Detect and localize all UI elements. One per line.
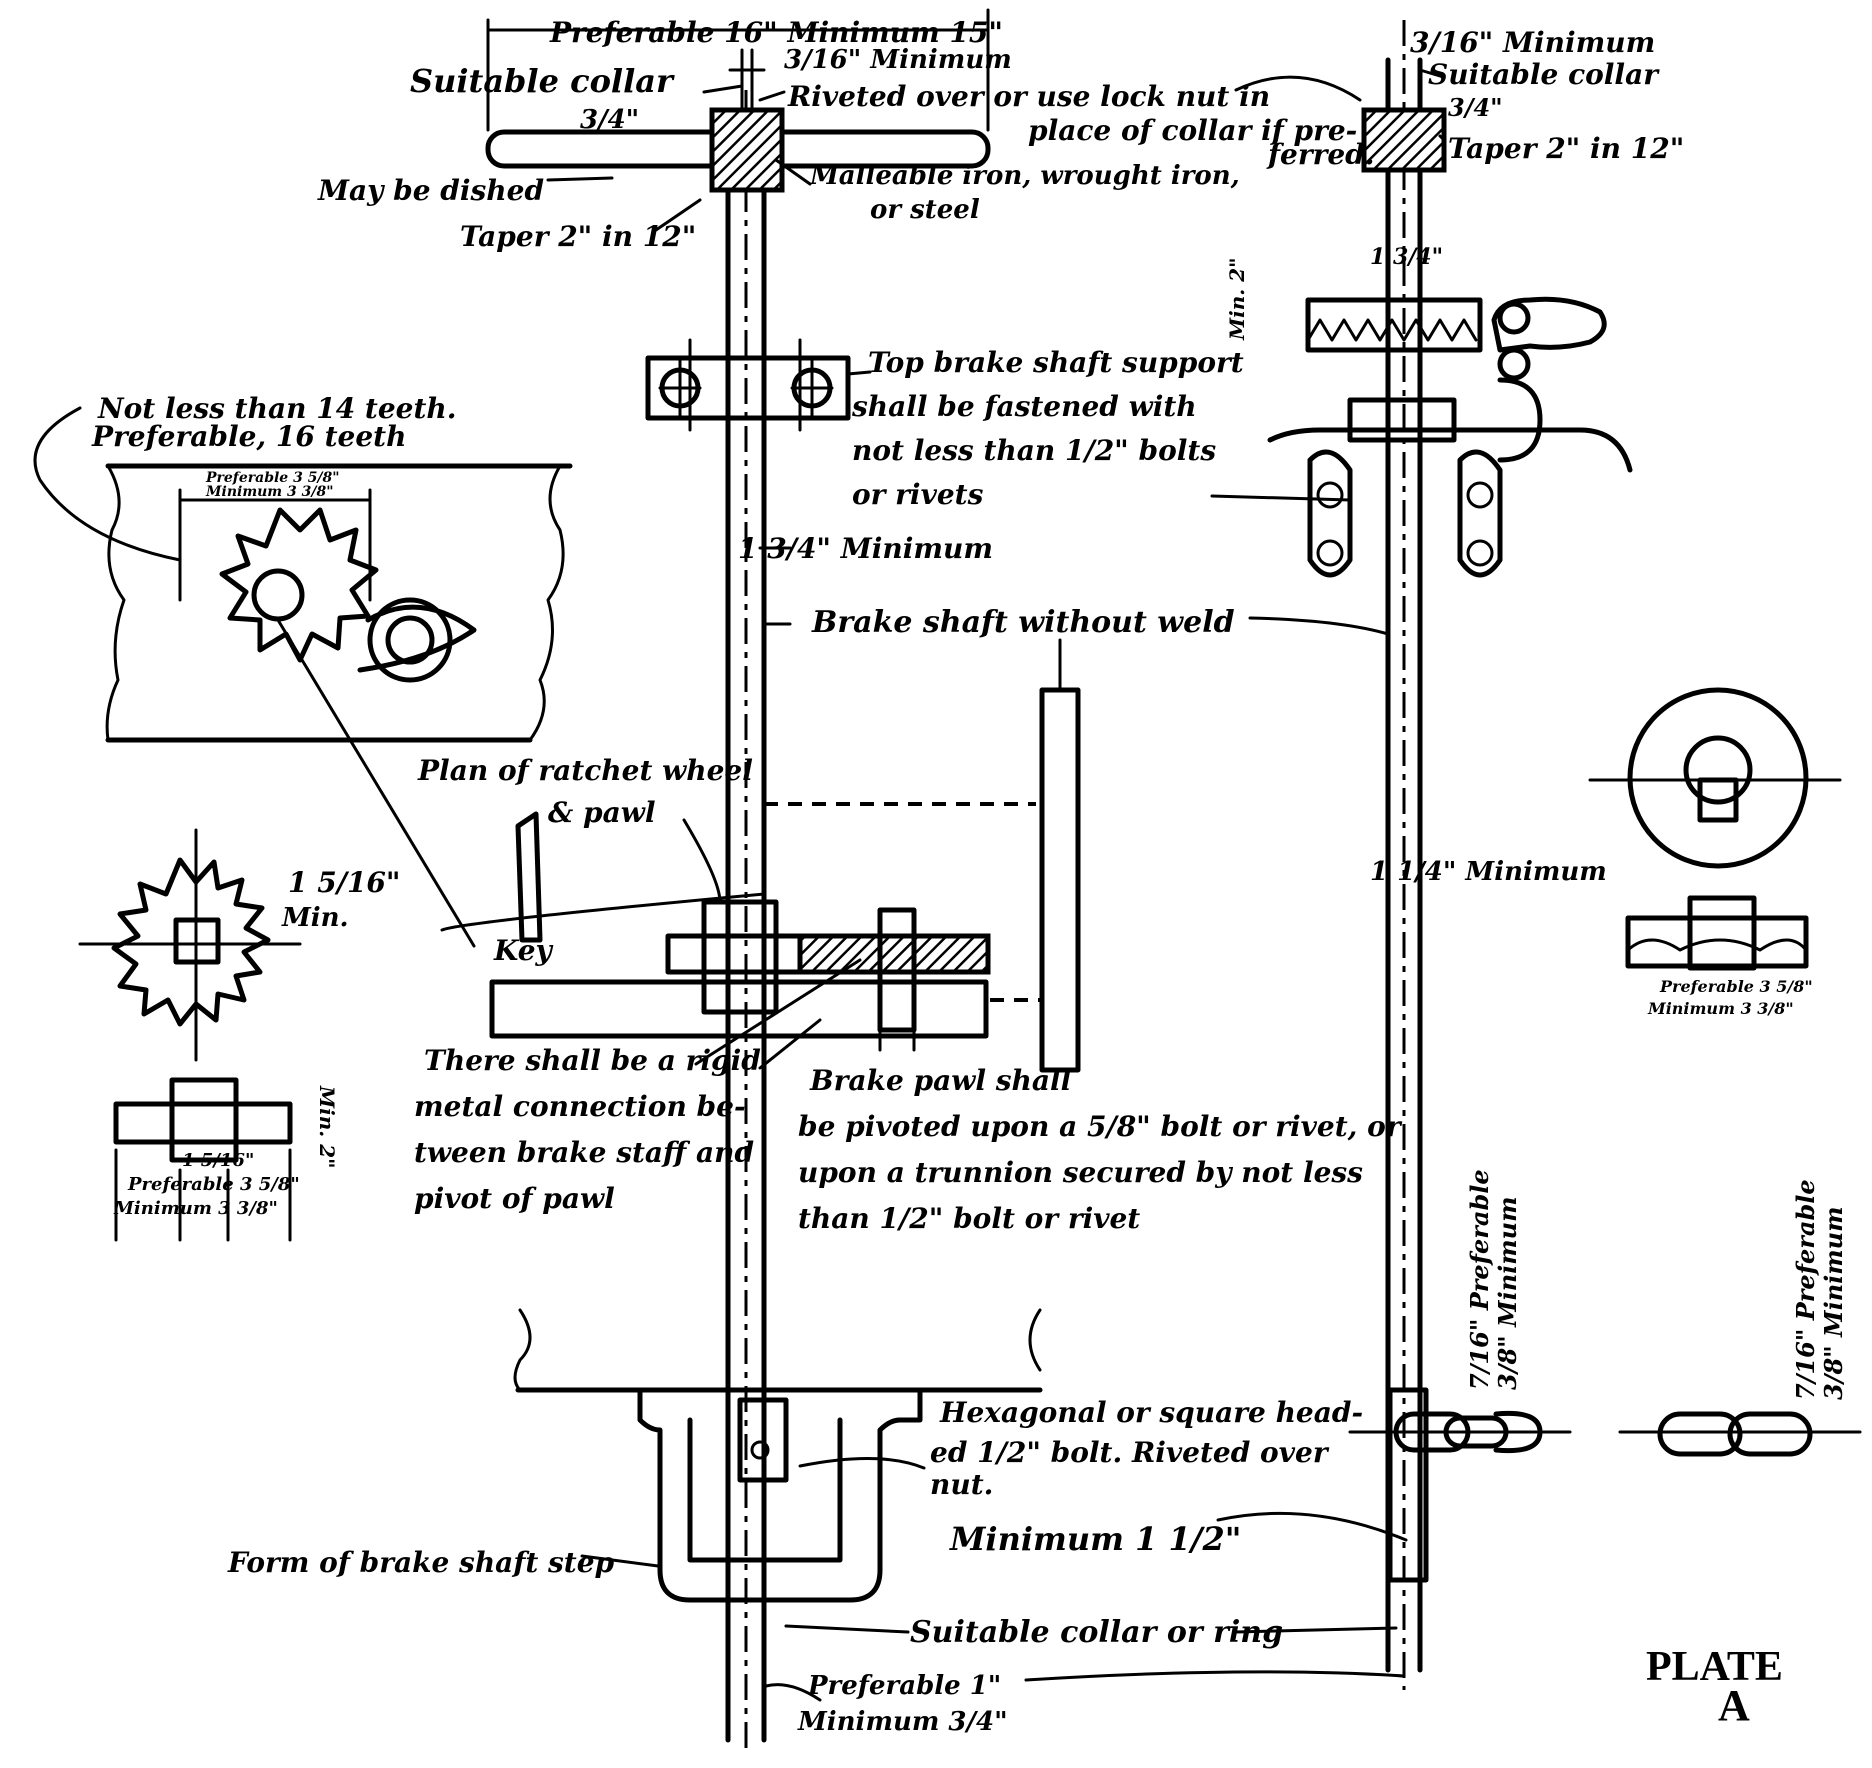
label-min-3-3-8-c: Minimum 3 3/8"	[113, 1198, 278, 1219]
label-pref-3-5-8-b: Preferable 3 5/8"	[1659, 977, 1813, 996]
small-ratchet-wheel	[78, 828, 302, 1242]
label-frac-3-4-left: 3/4"	[580, 105, 639, 135]
top-support-bracket	[645, 338, 851, 432]
right-bottom-collar	[1387, 1387, 1429, 1583]
label-hex-3: nut.	[930, 1468, 993, 1501]
label-taper-left: Taper 2" in 12"	[460, 220, 696, 253]
label-suitable-collar-left: Suitable collar	[410, 62, 675, 100]
label-top-support-4: or rivets	[852, 478, 984, 511]
label-rigid-3: tween brake staff and	[414, 1136, 754, 1169]
plate-title: PLATE A	[1646, 1644, 1783, 1730]
label-pref-1-a: Preferable 1"	[807, 1671, 1001, 1701]
label-plan-ratchet-2: & pawl	[548, 796, 656, 829]
label-min-3-16-right: 3/16" Minimum	[1410, 26, 1655, 59]
label-min-1-3-4-shaft: 1 3/4" Minimum	[738, 532, 993, 565]
ratchet-wheel-plan	[105, 463, 573, 743]
label-malleable-1: Malleable iron, wrought iron,	[809, 161, 1240, 191]
label-pawl-4: than 1/2" bolt or rivet	[798, 1202, 1140, 1235]
label-dim-top: Preferable 16" Minimum 15"	[549, 16, 1003, 49]
key-part	[515, 811, 543, 943]
brake-shaft-step	[513, 1308, 1043, 1603]
label-teeth-2: Preferable, 16 teeth	[91, 420, 406, 453]
pawl-rod	[1039, 638, 1081, 1073]
label-min-right-shaft: 1 1/4" Minimum	[1370, 857, 1607, 887]
label-dim-1-3-4-upper-right: 1 3/4"	[1370, 244, 1443, 270]
label-dim-min: Min.	[281, 903, 349, 933]
label-pref-3-5-8-c: Preferable 3 5/8"	[127, 1174, 300, 1195]
label-suitable-collar-ring: Suitable collar or ring	[910, 1615, 1283, 1650]
label-min-3-3-8-b: Minimum 3 3/8"	[1647, 999, 1794, 1018]
left-brake-shaft-assembly	[485, 8, 1081, 1750]
right-brake-shaft-assembly	[1267, 20, 1633, 1690]
label-top-support-1: Top brake shaft support	[868, 346, 1244, 379]
label-min-3-3-8-a: Minimum 3 3/8"	[205, 484, 334, 500]
brake-wheel-top	[485, 8, 991, 193]
label-rigid-4: pivot of pawl	[414, 1182, 615, 1215]
label-chain-a-1: 7/16" Preferable	[1465, 1169, 1494, 1390]
plate-letter: A	[1718, 1681, 1750, 1730]
label-pawl-3: upon a trunnion secured by not less	[798, 1156, 1363, 1189]
label-riveted-over-2: place of collar if pre-	[1028, 114, 1357, 147]
label-chain-a-2: 3/8" Minimum	[1493, 1196, 1522, 1390]
chain-left	[1348, 1410, 1572, 1454]
label-min-3-4-bottom: Minimum 3/4"	[797, 1707, 1008, 1737]
right-lower-bracket	[1267, 427, 1633, 578]
label-rigid-1: There shall be a rigid	[424, 1044, 761, 1077]
right-ratchet	[1305, 296, 1607, 463]
plate-title-text: PLATE	[1646, 1644, 1783, 1690]
label-min-2-side: Min. 2"	[1225, 257, 1249, 341]
label-dim-1-5-16: 1 5/16"	[288, 866, 401, 899]
label-taper-right: Taper 2" in 12"	[1448, 132, 1684, 165]
label-top-support-2: shall be fastened with	[851, 390, 1197, 423]
labels: Preferable 16" Minimum 15" 3/16" Minimum…	[91, 16, 1848, 1737]
leader-lines	[33, 68, 1446, 1702]
label-plan-ratchet-1: Plan of ratchet wheel	[417, 754, 753, 787]
label-top-support-3: not less than 1/2" bolts	[852, 434, 1216, 467]
label-pawl-2: be pivoted upon a 5/8" bolt or rivet, or	[798, 1110, 1403, 1143]
label-malleable-2: or steel	[870, 195, 980, 225]
label-dim-1-5-16-lower: 1 5/16"	[182, 1150, 254, 1171]
label-key: Key	[493, 934, 554, 967]
label-brake-shaft-no-weld: Brake shaft without weld	[811, 605, 1235, 640]
label-pawl-1: Brake pawl shall	[809, 1064, 1071, 1097]
label-may-be-dished: May be dished	[317, 174, 544, 207]
label-min-1-1-2: Minimum 1 1/2"	[949, 1520, 1241, 1558]
label-min-3-16-top: 3/16" Minimum	[784, 45, 1012, 75]
label-chain-b-1: 7/16" Preferable	[1791, 1179, 1820, 1400]
label-teeth-1: Not less than 14 teeth.	[97, 392, 457, 425]
label-frac-3-4-right: 3/4"	[1448, 93, 1503, 122]
chain-right	[1618, 1411, 1862, 1457]
ratchet-pawl-assembly	[489, 802, 1040, 1052]
label-chain-b-2: 3/8" Minimum	[1819, 1206, 1848, 1400]
label-pref-3-5-8-a: Preferable 3 5/8"	[205, 470, 340, 486]
label-riveted-over-3: ferred.	[1266, 138, 1375, 171]
label-rigid-2: metal connection be-	[414, 1090, 746, 1123]
label-hex-1: Hexagonal or square head-	[939, 1396, 1363, 1429]
label-hex-2: ed 1/2" bolt. Riveted over	[930, 1436, 1330, 1469]
label-min-2-lower: Min. 2"	[315, 1085, 339, 1169]
label-step-form: Form of brake shaft step	[227, 1546, 615, 1579]
label-suitable-collar-right: Suitable collar	[1428, 58, 1660, 91]
right-round-plan	[1588, 687, 1842, 971]
label-riveted-over-1: Riveted over or use lock nut in	[787, 80, 1270, 113]
